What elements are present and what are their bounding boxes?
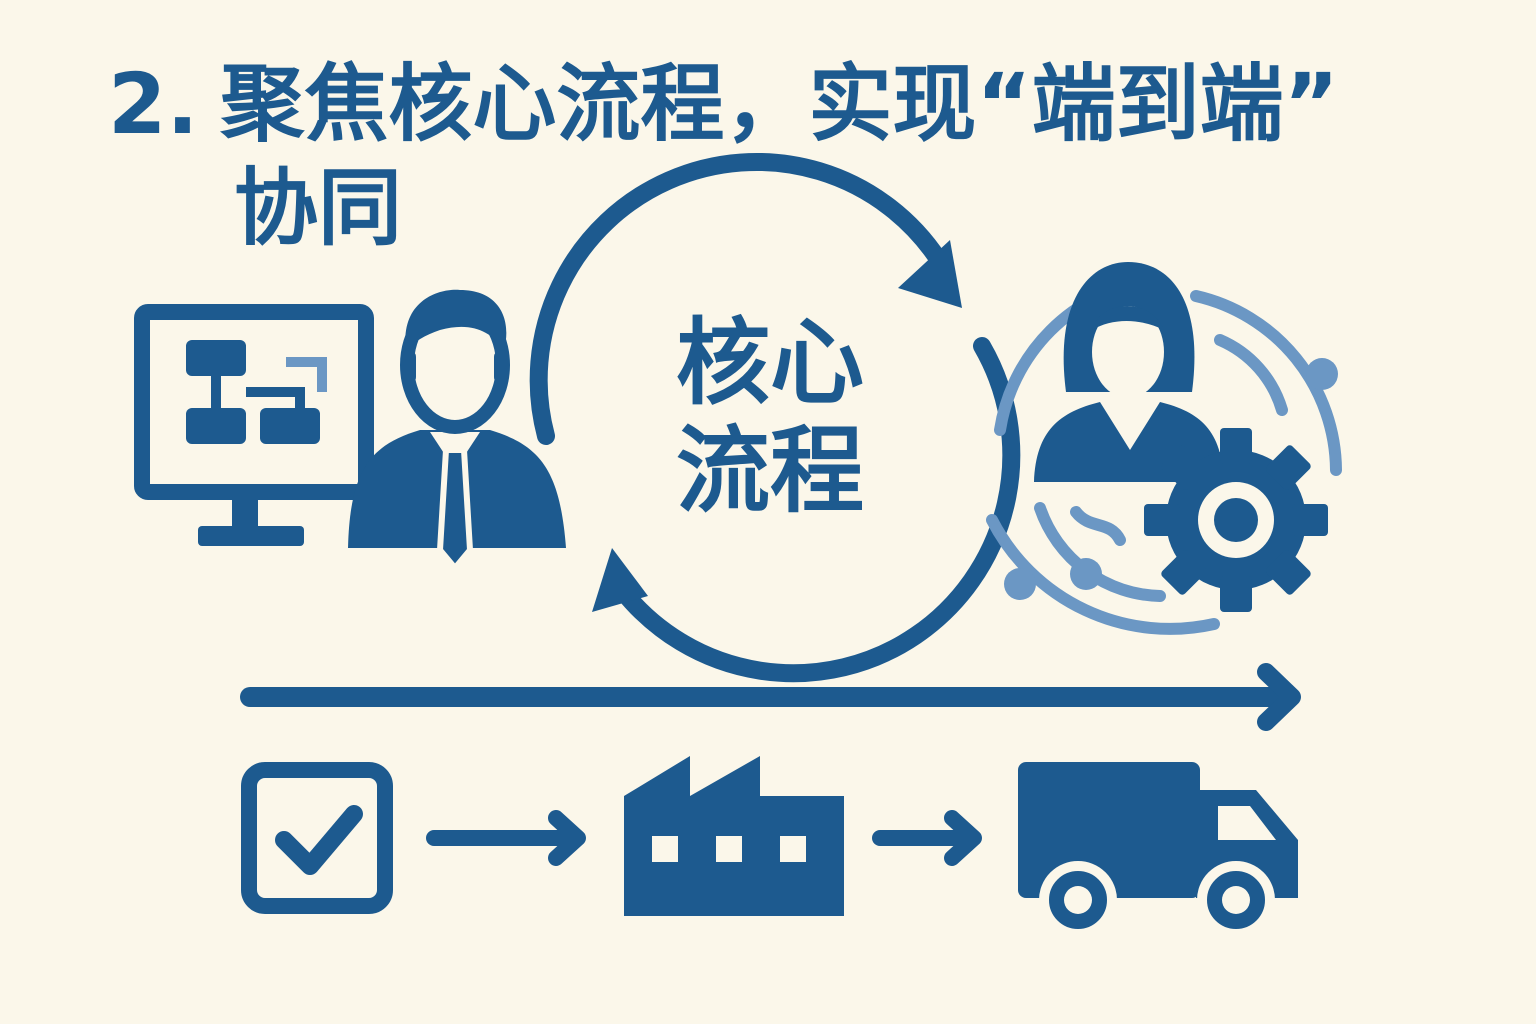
title-line-1: 聚焦核心流程，实现“端到端” <box>220 55 1339 153</box>
core-label-line-1: 核心 <box>675 309 864 418</box>
arrow-right-icon <box>426 810 586 866</box>
title-number: 2. <box>108 55 199 153</box>
businessman-icon <box>348 289 566 573</box>
core-process-label: 核心 流程 <box>640 310 900 526</box>
title-line-2: 协同 <box>234 159 403 257</box>
factory-icon <box>624 756 844 916</box>
checkbox-icon <box>241 762 393 914</box>
arrow-right-icon <box>872 810 982 866</box>
page-title: 2.聚焦核心流程，实现“端到端” 协同 <box>108 52 1508 260</box>
timeline-arrow-icon <box>240 663 1301 731</box>
truck-icon <box>1018 762 1298 939</box>
computer-flowchart-icon <box>134 304 374 546</box>
gear-icon <box>1144 428 1328 612</box>
cycle-arrows-icon <box>529 152 1021 683</box>
core-label-line-2: 流程 <box>675 417 864 526</box>
